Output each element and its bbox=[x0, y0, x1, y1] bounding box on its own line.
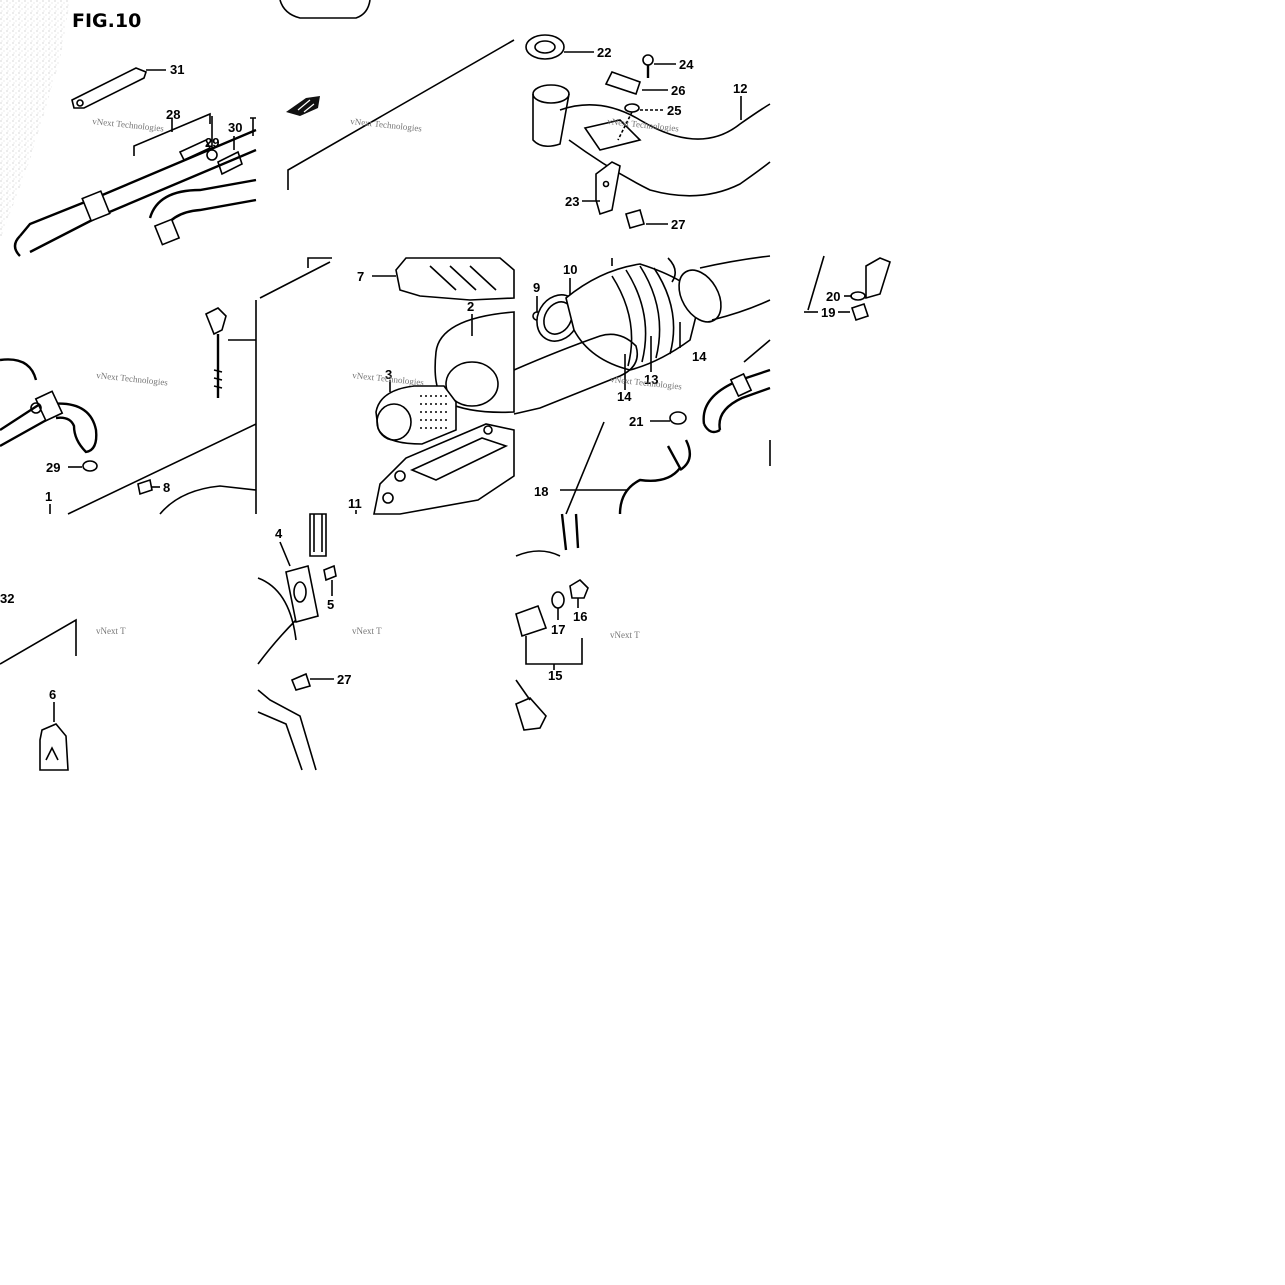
label-5: 5 bbox=[327, 597, 334, 612]
label-3: 3 bbox=[385, 367, 392, 382]
front-arrow-icon bbox=[286, 96, 320, 116]
watermark: vNext Technologies bbox=[92, 116, 165, 134]
label-13: 13 bbox=[644, 372, 658, 387]
label-17: 17 bbox=[551, 622, 565, 637]
label-26: 26 bbox=[671, 83, 685, 98]
label-27-lower: 27 bbox=[337, 672, 351, 687]
part-12-inlet-duct bbox=[532, 84, 771, 197]
label-28: 28 bbox=[166, 107, 180, 122]
label-11: 11 bbox=[348, 496, 362, 511]
label-4: 4 bbox=[275, 526, 283, 541]
label-16: 16 bbox=[573, 609, 587, 624]
part-6-mount-bracket bbox=[39, 702, 69, 771]
part-29-clip-lower bbox=[68, 460, 98, 472]
watermark-short: vNext T bbox=[610, 630, 640, 640]
part-13-intake-bellows bbox=[513, 255, 771, 415]
part-8-screw bbox=[137, 478, 160, 496]
part-32-hose-right bbox=[702, 339, 771, 466]
part-5-screw bbox=[323, 564, 337, 596]
part-2-air-cleaner-element bbox=[434, 311, 515, 414]
scan-noise bbox=[0, 0, 70, 240]
part-7-cover-lid bbox=[372, 257, 515, 301]
label-9: 9 bbox=[533, 280, 540, 295]
label-29-lower: 29 bbox=[46, 460, 60, 475]
part-17-o-ring bbox=[551, 591, 565, 620]
label-29-top: 29 bbox=[205, 135, 219, 150]
part-25-washer bbox=[617, 103, 664, 141]
label-20: 20 bbox=[826, 289, 840, 304]
part-27-bolt-top bbox=[625, 209, 668, 229]
part-11-case-housing bbox=[373, 423, 515, 515]
watermark-short: vNext T bbox=[96, 626, 126, 636]
part-4-sensor-cap bbox=[257, 513, 327, 665]
label-14-right: 14 bbox=[692, 349, 707, 364]
part-27-bolt-lower bbox=[257, 672, 334, 771]
label-24: 24 bbox=[679, 57, 694, 72]
label-12: 12 bbox=[733, 81, 747, 96]
part-24-bolt bbox=[642, 54, 676, 78]
part-18-breather-hose bbox=[560, 421, 692, 515]
label-23: 23 bbox=[565, 194, 579, 209]
part-22-seal-ring bbox=[525, 34, 594, 60]
part-31-bracket bbox=[71, 67, 166, 109]
label-10: 10 bbox=[563, 262, 577, 277]
part-21-hose-clip bbox=[650, 411, 687, 425]
label-31: 31 bbox=[170, 62, 184, 77]
part-3-filter bbox=[375, 380, 457, 445]
label-32: 32 bbox=[0, 591, 14, 606]
watermark: vNext Technologies bbox=[350, 116, 423, 134]
part-32-stay-bolt bbox=[204, 307, 256, 398]
part-23-stay-bracket bbox=[582, 161, 621, 216]
label-14-left: 14 bbox=[617, 389, 632, 404]
label-2: 2 bbox=[467, 299, 474, 314]
part-15-hose-joint bbox=[515, 513, 583, 731]
label-25: 25 bbox=[667, 103, 681, 118]
label-22: 22 bbox=[597, 45, 611, 60]
part-16-cap bbox=[569, 578, 589, 608]
label-8: 8 bbox=[163, 480, 170, 495]
label-27-top: 27 bbox=[671, 217, 685, 232]
part-26-clamp-plate bbox=[604, 71, 668, 96]
watermark: vNext Technologies bbox=[96, 370, 169, 388]
watermark: vNext Technologies bbox=[607, 116, 680, 134]
label-15: 15 bbox=[548, 668, 562, 683]
label-6: 6 bbox=[49, 687, 56, 702]
part-19-20-plug bbox=[804, 255, 891, 322]
label-21: 21 bbox=[629, 414, 643, 429]
label-7: 7 bbox=[357, 269, 364, 284]
label-1: 1 bbox=[45, 489, 52, 504]
label-18: 18 bbox=[534, 484, 548, 499]
part-32-hose-section bbox=[0, 358, 98, 454]
part-28-hose-assembly bbox=[13, 112, 257, 257]
figure-title: FIG.10 bbox=[72, 10, 141, 32]
label-30: 30 bbox=[228, 120, 242, 135]
watermark-short: vNext T bbox=[352, 626, 382, 636]
label-19: 19 bbox=[821, 305, 835, 320]
